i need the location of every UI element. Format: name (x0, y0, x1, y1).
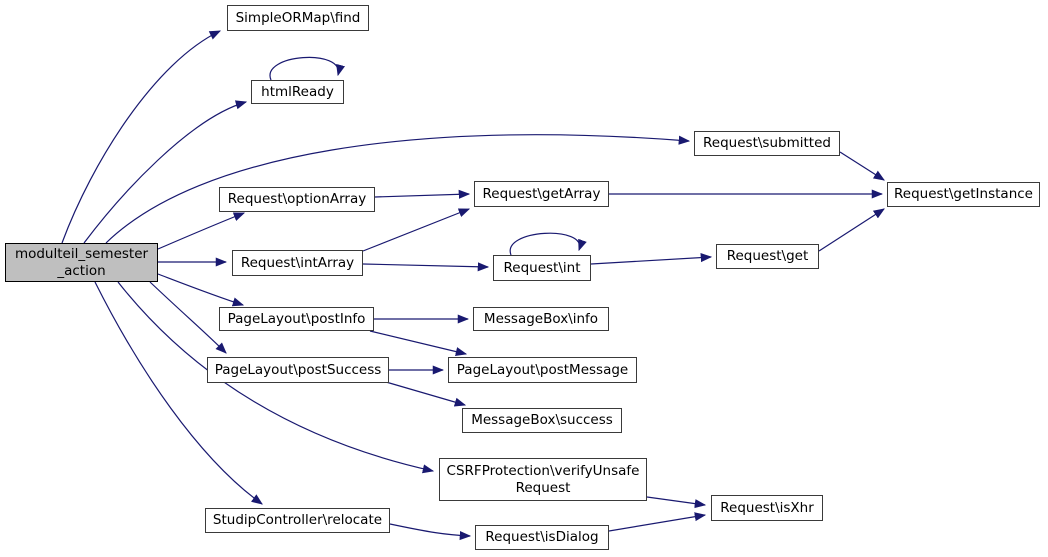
graph-node-submitted[interactable]: Request\submitted (694, 131, 840, 156)
edge-main-to-find (61, 30, 222, 244)
graph-node-getInstance[interactable]: Request\getInstance (887, 182, 1040, 207)
edge-main-to-relocate (94, 281, 263, 505)
edge-isDialog-to-isXhr (608, 512, 707, 532)
graph-node-intArray[interactable]: Request\intArray (232, 250, 363, 276)
graph-node-int[interactable]: Request\int (493, 255, 591, 281)
edge-postInfo-to-postMessage (369, 330, 468, 357)
edge-postSuccess-to-success (385, 381, 467, 407)
graph-node-optionArray[interactable]: Request\optionArray (219, 187, 375, 212)
edge-get-to-getInstance (818, 208, 885, 252)
edge-main-to-optionArray (157, 212, 246, 250)
graph-node-relocate[interactable]: StudipController\relocate (205, 508, 390, 533)
edge-main-to-htmlReady (83, 100, 248, 244)
graph-node-success[interactable]: MessageBox\success (462, 408, 622, 433)
edge-htmlReady-to-htmlReady (269, 56, 345, 81)
graph-node-postInfo[interactable]: PageLayout\postInfo (219, 307, 374, 331)
edge-main-to-csrf (117, 281, 435, 474)
edge-int-to-int (509, 232, 587, 256)
graph-node-get[interactable]: Request\get (716, 244, 819, 269)
edge-submitted-to-getInstance (839, 151, 885, 181)
graph-node-isDialog[interactable]: Request\isDialog (475, 525, 609, 550)
graph-node-getArray[interactable]: Request\getArray (474, 181, 609, 207)
edge-main-to-submitted (105, 134, 691, 244)
graph-node-isXhr[interactable]: Request\isXhr (711, 495, 823, 521)
edge-optionArray-to-getArray (374, 189, 471, 199)
edge-relocate-to-isDialog (389, 523, 472, 541)
edge-intArray-to-getArray (362, 208, 471, 252)
edge-int-to-get (590, 253, 713, 265)
graph-node-postSuccess[interactable]: PageLayout\postSuccess (207, 357, 389, 383)
edge-main-to-postInfo (157, 273, 245, 307)
edge-intArray-to-int (362, 262, 490, 272)
graph-node-csrf[interactable]: CSRFProtection\verifyUnsafe Request (439, 458, 647, 501)
graph-node-postMessage[interactable]: PageLayout\postMessage (448, 357, 637, 383)
edge-main-to-postSuccess (149, 281, 227, 354)
graph-node-main: modulteil_semester _action (5, 243, 158, 282)
graph-node-htmlReady[interactable]: htmlReady (251, 80, 344, 104)
graph-node-info[interactable]: MessageBox\info (473, 307, 609, 331)
edge-csrf-to-isXhr (646, 496, 707, 509)
graph-node-find[interactable]: SimpleORMap\find (227, 5, 369, 31)
